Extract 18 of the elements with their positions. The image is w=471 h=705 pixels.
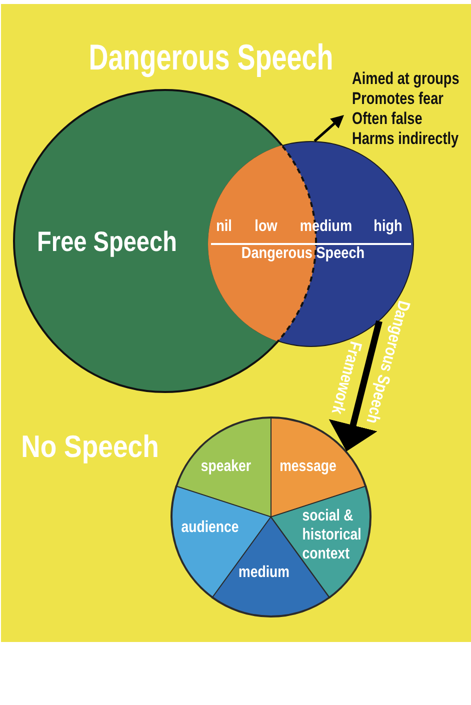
list-item: Often false <box>352 109 422 129</box>
arrow <box>328 320 382 452</box>
slice-label: speaker <box>200 458 252 476</box>
list-item: Promotes fear <box>352 89 444 109</box>
slice-label: medium <box>238 564 290 582</box>
scale-label: high <box>374 218 402 236</box>
scale-label: low <box>254 218 278 236</box>
region-label: No Speech <box>21 429 159 465</box>
title: Dangerous Speech <box>88 36 334 78</box>
slice-label: message <box>280 458 336 476</box>
circle-label: Free Speech <box>37 226 177 258</box>
list-item: Aimed at groups <box>352 69 460 89</box>
slice-label: audience <box>181 518 239 538</box>
list-item: Harms indirectly <box>352 129 459 149</box>
scale-title: Dangerous Speech <box>241 244 365 264</box>
slice-label: social & historical context <box>302 506 362 564</box>
arrow <box>314 115 344 142</box>
scale-label: nil <box>216 218 232 236</box>
